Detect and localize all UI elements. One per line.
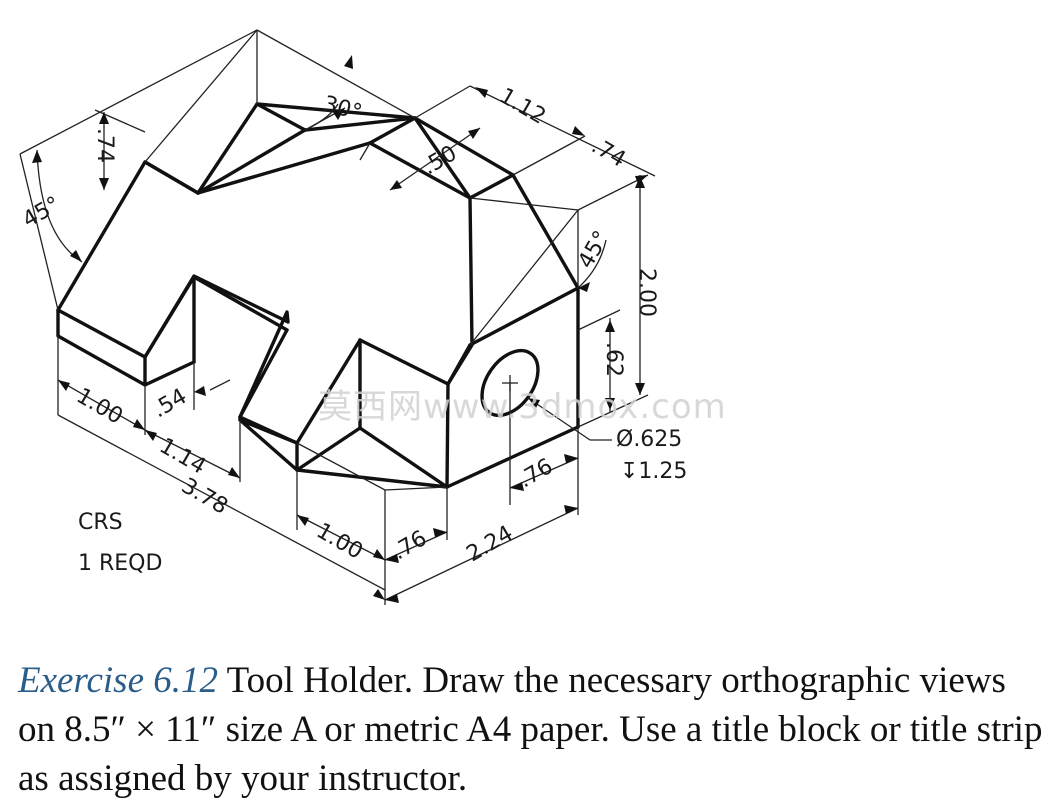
dim-224: 2.24 bbox=[463, 521, 518, 567]
edge-top-2 bbox=[196, 128, 307, 195]
edge-step-8 bbox=[295, 338, 362, 445]
edge-step-7 bbox=[238, 415, 299, 445]
tool-holder-object bbox=[56, 102, 580, 489]
edge-step-9 bbox=[358, 338, 450, 386]
caption-text: Tool Holder. Draw the necessary orthogra… bbox=[18, 660, 1043, 799]
hole-diameter-callout: Ø.625 bbox=[616, 427, 682, 452]
edge-right-lower bbox=[446, 343, 472, 386]
edge-right-bottom bbox=[445, 425, 580, 489]
edge-top-8 bbox=[413, 116, 515, 177]
dim-378: 3.78 bbox=[177, 474, 232, 520]
dim-62: .62 bbox=[601, 342, 626, 377]
dimension-lines bbox=[19, 29, 656, 605]
dim-100-left: 1.00 bbox=[72, 384, 127, 430]
exercise-number: Exercise 6.12 bbox=[18, 660, 218, 701]
hole bbox=[480, 348, 540, 418]
edge-step-4 bbox=[143, 360, 196, 387]
edge-top-1 bbox=[143, 160, 200, 195]
edge-step-6 bbox=[238, 328, 289, 419]
dim-200: 2.00 bbox=[634, 268, 659, 317]
dim-74-top: .74 bbox=[587, 134, 630, 173]
dim-112: 1.12 bbox=[495, 84, 550, 130]
watermark-text: 莫西网www.3dmox.com bbox=[318, 387, 727, 427]
edge-step-2 bbox=[143, 275, 196, 359]
edge-step-1 bbox=[56, 308, 147, 359]
dim-30: 30° bbox=[320, 92, 364, 126]
quantity-note: 1 REQD bbox=[78, 551, 162, 576]
edge-step-11 bbox=[295, 426, 362, 472]
dim-114: 1.14 bbox=[155, 434, 210, 480]
edge-top-5 bbox=[196, 141, 372, 195]
isometric-drawing: 莫西网www.3dmox.com .74 45° 30° 1.12 .74 .5… bbox=[19, 29, 727, 605]
dimension-labels: .74 45° 30° 1.12 .74 .50 45° 2.00 .62 1.… bbox=[19, 84, 688, 576]
edge-step-12 bbox=[358, 426, 449, 489]
material-note: CRS bbox=[78, 510, 123, 535]
edge-top-9 bbox=[468, 173, 515, 200]
edge-right-top bbox=[468, 286, 580, 347]
edge-step-13 bbox=[238, 418, 299, 472]
dim-45-left: 45° bbox=[19, 192, 65, 233]
dim-54: .54 bbox=[149, 384, 192, 423]
edge-top-6 bbox=[368, 116, 417, 145]
dim-100-bottom: 1.00 bbox=[312, 519, 367, 565]
dim-45-right: 45° bbox=[574, 227, 615, 273]
edge-top-3 bbox=[303, 116, 417, 132]
hole-depth-callout: ↧1.25 bbox=[620, 459, 687, 484]
figure-caption: Exercise 6.12 Tool Holder. Draw the nece… bbox=[18, 656, 1048, 803]
edge-step-5 bbox=[192, 275, 289, 332]
edge-top-7 bbox=[368, 141, 472, 200]
edge-top-4 bbox=[255, 102, 307, 132]
dim-74-left: .74 bbox=[92, 128, 117, 163]
arrowheads bbox=[32, 55, 648, 603]
edge-chamfer bbox=[511, 173, 580, 290]
